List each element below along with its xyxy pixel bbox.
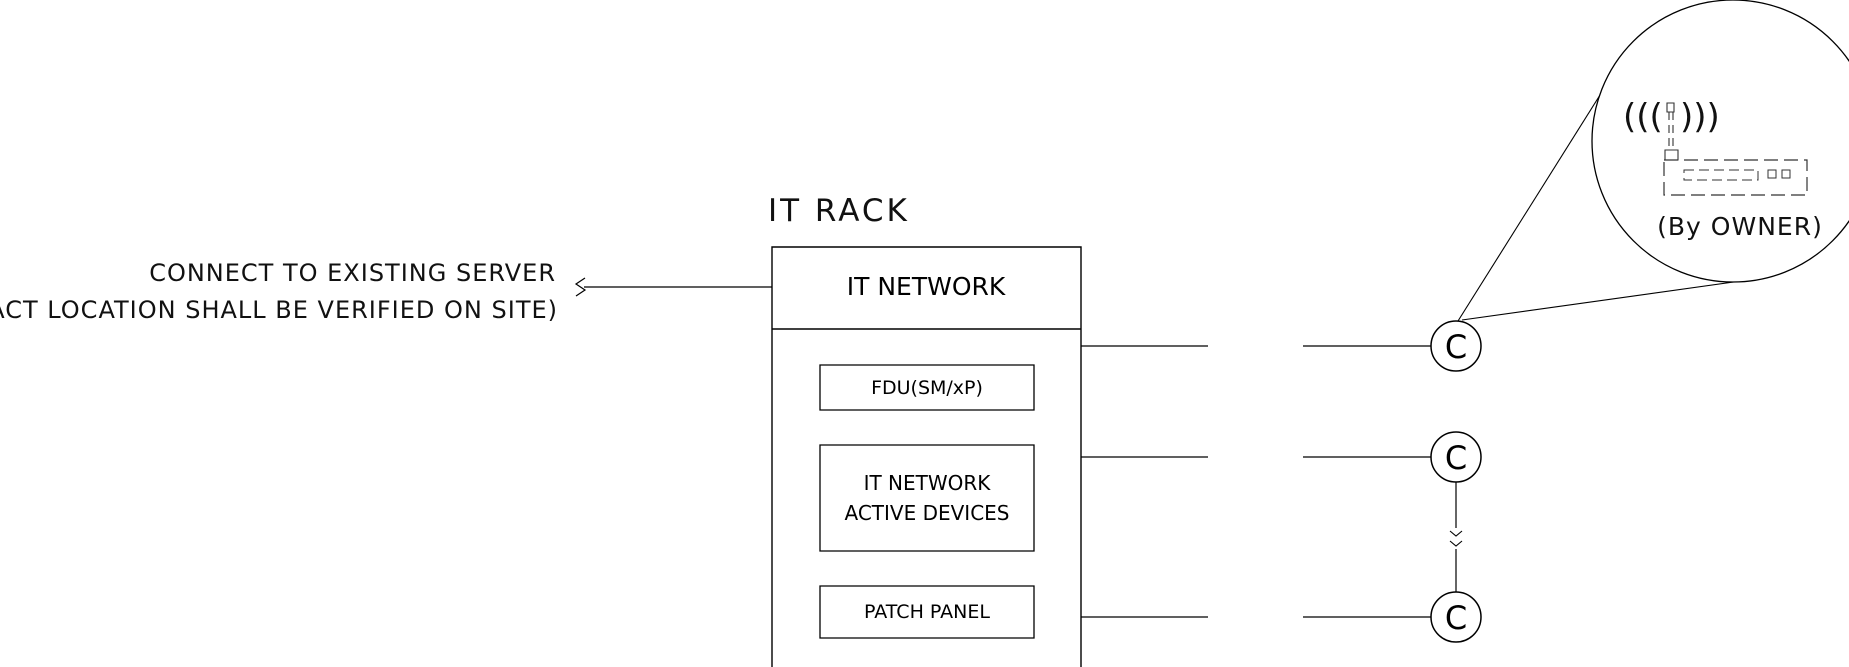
rack-title: IT RACK (768, 193, 910, 229)
outlet-1-symbol: C (1445, 328, 1467, 366)
wireless-access-point-icon: ((( ))) (1623, 97, 1807, 195)
active-devices-label-line2: ACTIVE DEVICES (845, 501, 1010, 525)
outlet-2: C (1431, 432, 1481, 482)
detail-bubble: ((( ))) (By OWNER) (1592, 0, 1849, 282)
server-cable-break (576, 278, 585, 296)
fdu-module (820, 365, 1034, 410)
router-led-2 (1782, 170, 1790, 178)
fdu-module-label: FDU(SM/xP) (871, 377, 983, 399)
router-port-slot (1684, 170, 1758, 180)
antenna-tip (1667, 103, 1674, 112)
router-body (1664, 160, 1807, 195)
patch-panel-module (820, 586, 1034, 638)
outlet-1: C (1431, 321, 1481, 371)
detail-callout-line-lower (1462, 279, 1755, 320)
server-note-line1: CONNECT TO EXISTING SERVER (149, 259, 556, 287)
router-led-1 (1768, 170, 1776, 178)
detail-callout-line-upper (1458, 68, 1617, 321)
outlet-3: C (1431, 592, 1481, 642)
server-note-line2: (EXACT LOCATION SHALL BE VERIFIED ON SIT… (0, 296, 558, 324)
outlet-link-break (1450, 531, 1462, 546)
active-devices-label-line1: IT NETWORK (864, 471, 992, 495)
outlet-3-symbol: C (1445, 599, 1467, 637)
outlet-2-symbol: C (1445, 439, 1467, 477)
detail-caption: (By OWNER) (1657, 212, 1823, 241)
rack-header-label: IT NETWORK (847, 272, 1006, 301)
signal-waves-right: ))) (1680, 97, 1720, 137)
patch-panel-label: PATCH PANEL (864, 601, 990, 623)
signal-waves-left: ((( (1623, 97, 1663, 137)
active-devices-module (820, 445, 1034, 551)
